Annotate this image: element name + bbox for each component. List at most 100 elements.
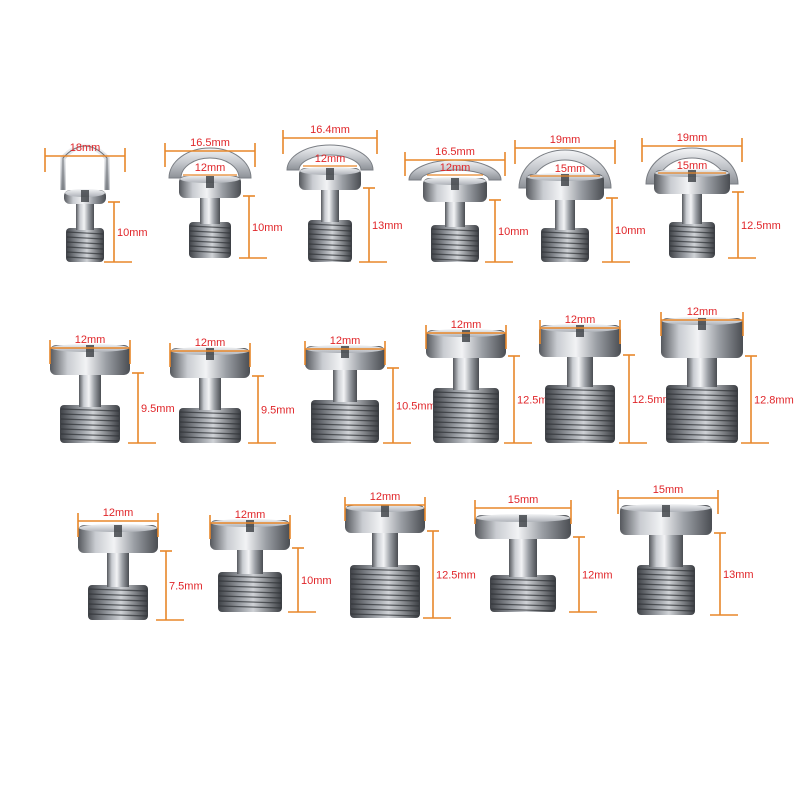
thread-groove — [545, 398, 615, 402]
screw-shaft — [237, 548, 263, 574]
height-label: 10mm — [301, 575, 332, 587]
thread-groove — [350, 593, 420, 597]
thread-groove — [666, 398, 738, 402]
width-label: 12mm — [195, 337, 226, 349]
height-label: 10mm — [252, 222, 283, 234]
thread-groove — [666, 393, 738, 397]
screw-r3-2: 12mm 10mm — [209, 509, 332, 613]
head-width-label: 12mm — [440, 162, 471, 174]
height-label: 13mm — [723, 569, 754, 581]
thread-groove — [669, 240, 715, 244]
height-label: 12mm — [582, 570, 613, 582]
slot-icon — [451, 178, 459, 190]
thread-groove — [311, 423, 379, 427]
thread-groove — [666, 438, 738, 442]
thread-groove — [60, 423, 120, 427]
height-label: 10mm — [117, 227, 148, 239]
thread-groove — [179, 426, 241, 430]
thread-groove — [350, 598, 420, 602]
width-label: 12mm — [451, 319, 482, 331]
thread-groove — [433, 436, 499, 440]
thread-groove — [637, 573, 695, 577]
width-label: 19mm — [550, 134, 581, 146]
thread-groove — [490, 608, 556, 612]
thread-groove — [60, 418, 120, 422]
thread-groove — [308, 223, 352, 227]
thread-groove — [311, 403, 379, 407]
folding-ring-icon — [286, 144, 374, 171]
thread-groove — [189, 245, 231, 249]
thread-groove — [189, 230, 231, 234]
thread-groove — [666, 418, 738, 422]
screw-head — [426, 330, 506, 358]
thread-groove — [637, 593, 695, 597]
thread-groove — [666, 388, 738, 392]
thread-groove — [637, 568, 695, 572]
screw-head — [526, 174, 604, 200]
thread-groove — [433, 396, 499, 400]
thread-groove — [66, 241, 104, 245]
thread-groove — [308, 248, 352, 252]
screw-thread — [311, 400, 379, 443]
width-label: 12mm — [235, 509, 266, 521]
thread-groove — [218, 595, 282, 599]
thread-groove — [433, 421, 499, 425]
thread-groove — [189, 240, 231, 244]
thread-groove — [637, 588, 695, 592]
thread-groove — [88, 593, 148, 597]
thread-groove — [431, 243, 479, 247]
folding-ring-icon — [645, 147, 739, 185]
thread-groove — [60, 433, 120, 437]
thread-groove — [218, 600, 282, 604]
thread-groove — [666, 423, 738, 427]
folding-ring-icon — [518, 149, 612, 189]
thread-groove — [666, 413, 738, 417]
thread-groove — [350, 588, 420, 592]
thread-groove — [431, 248, 479, 252]
thread-groove — [88, 598, 148, 602]
thread-groove — [308, 228, 352, 232]
screw-head — [170, 348, 250, 378]
thread-groove — [433, 406, 499, 410]
screw-shaft — [107, 551, 129, 587]
screw-shaft — [76, 202, 94, 230]
thread-groove — [541, 231, 589, 235]
thread-groove — [490, 603, 556, 607]
slot-icon — [381, 505, 389, 517]
screw-head — [661, 318, 743, 358]
width-label: 12mm — [687, 306, 718, 318]
thread-groove — [431, 228, 479, 232]
thread-groove — [66, 246, 104, 250]
thread-groove — [218, 575, 282, 579]
slot-icon — [114, 525, 122, 537]
thread-groove — [308, 258, 352, 262]
width-label: 12mm — [330, 335, 361, 347]
width-label: 12mm — [370, 491, 401, 503]
screw-shaft — [445, 200, 465, 227]
width-label: 12mm — [103, 507, 134, 519]
thread-groove — [189, 250, 231, 254]
thread-groove — [433, 391, 499, 395]
screw-thread — [179, 408, 241, 443]
thread-groove — [179, 421, 241, 425]
thread-groove — [541, 251, 589, 255]
thread-groove — [311, 418, 379, 422]
screws-layer: 18mm10mm16.5mm12mm10mm16.4mm12mm13mm16.5… — [44, 124, 794, 621]
thread-groove — [666, 408, 738, 412]
thread-groove — [666, 433, 738, 437]
thread-groove — [669, 245, 715, 249]
thread-groove — [218, 590, 282, 594]
thread-groove — [308, 238, 352, 242]
thread-groove — [545, 433, 615, 437]
screw-shaft — [372, 531, 398, 567]
thread-groove — [541, 256, 589, 260]
slot-icon — [246, 520, 254, 532]
thread-groove — [433, 401, 499, 405]
slot-icon — [662, 505, 670, 517]
